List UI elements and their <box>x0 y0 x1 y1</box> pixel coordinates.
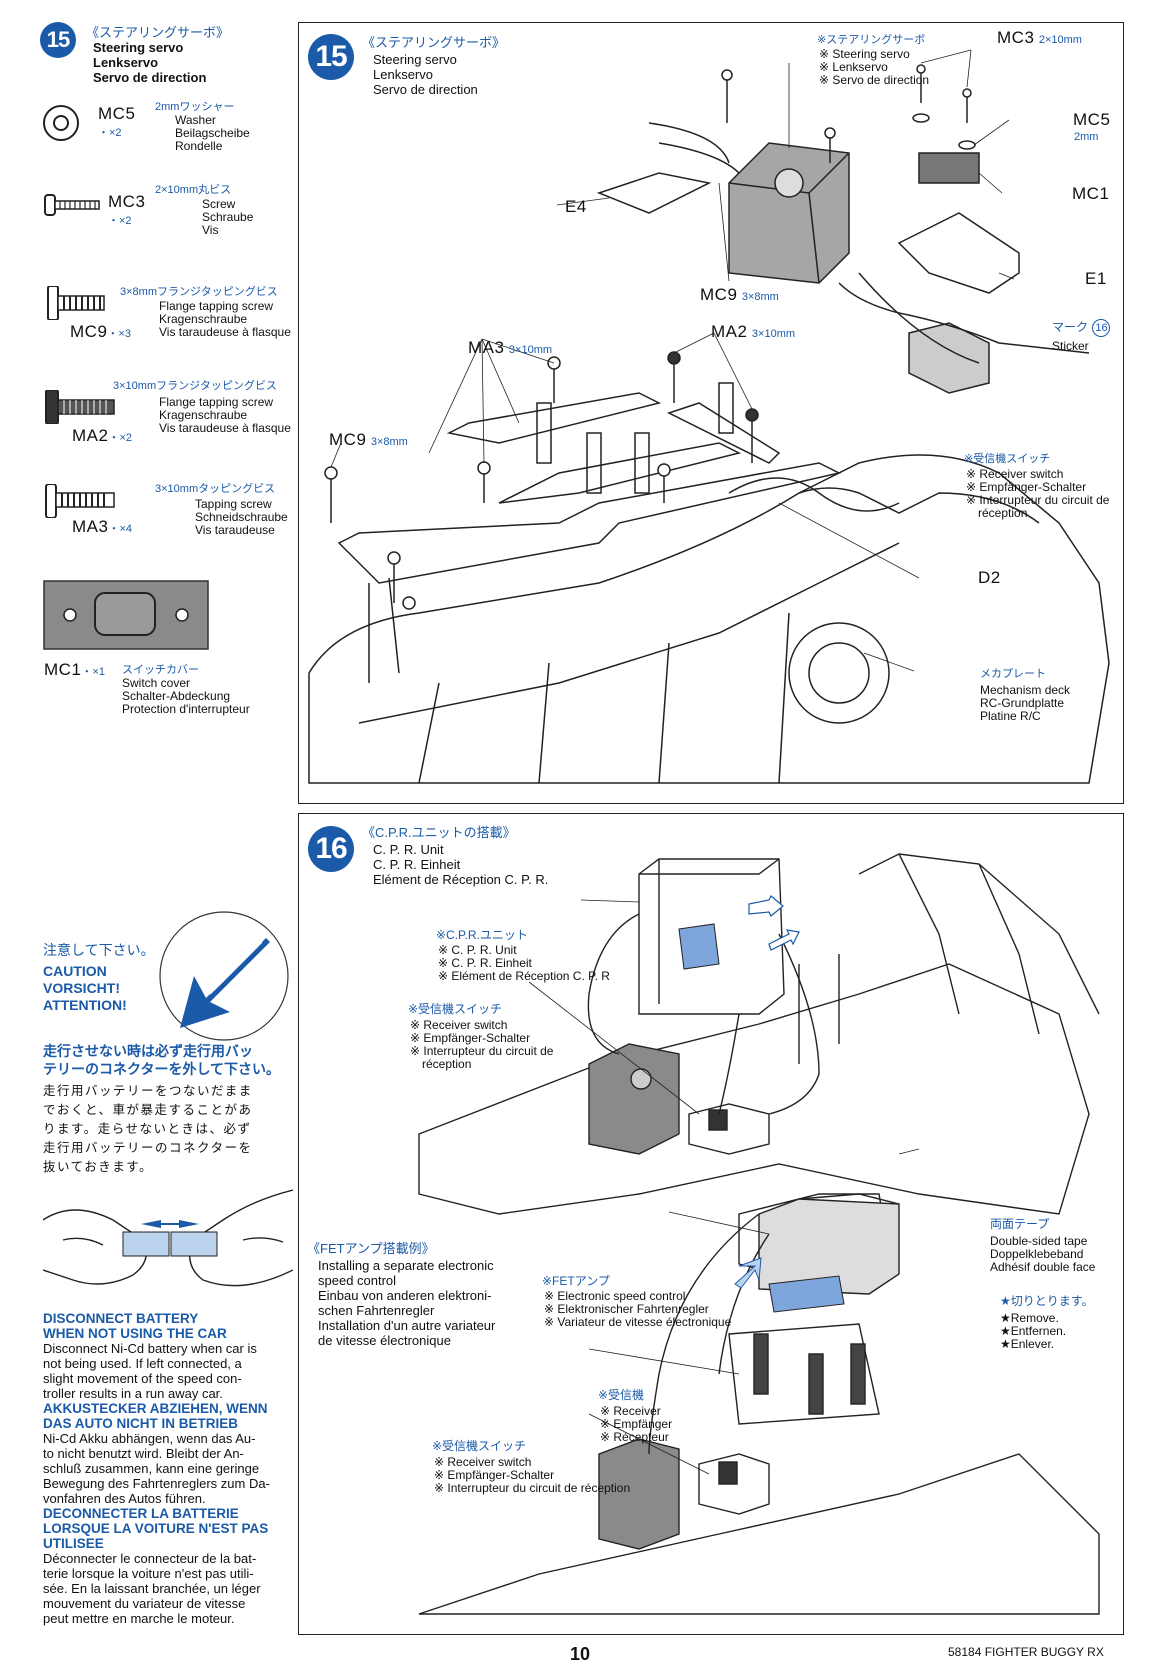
part-ma2-jp: 3×10mmフランジタッピングビス <box>113 380 277 392</box>
receiver-switch-label-fet: ※ Receiver switch ※ Empfänger-Schalter ※… <box>434 1455 631 1495</box>
steering-servo-assembly-drawing <box>308 49 1110 784</box>
receiver-switch-label-16: ※ Receiver switch ※ Empfänger-Schalter ※… <box>410 1018 554 1071</box>
model-code: 58184 FIGHTER BUGGY RX <box>948 1645 1104 1659</box>
disconnect-connector-illustration <box>43 1189 293 1287</box>
part-mc3-jp: 2×10mm丸ビス <box>155 184 232 196</box>
callout-e4: E4 <box>565 197 587 216</box>
callout-mc9-upper: MC9 3×8mm <box>700 285 779 304</box>
receiver-label: ※ Receiver ※ Empfänger ※ Récepteur <box>600 1404 673 1444</box>
step-15-title-jp: 《ステアリングサーボ》 <box>86 25 230 40</box>
double-sided-tape-label-jp: 両面テープ <box>990 1217 1050 1231</box>
tapping-screw-icon <box>45 484 115 518</box>
fet-amp-label: ※ Electronic speed control ※ Elektronisc… <box>544 1289 732 1329</box>
part-mc5-names: Washer Beilagscheibe Rondelle <box>175 113 250 153</box>
step-15-big-number: 15 <box>308 34 354 80</box>
receiver-switch-label-fet-jp: ※受信機スイッチ <box>432 1439 527 1453</box>
servo-label: ※ Steering servo ※ Lenkservo ※ Servo de … <box>819 47 930 87</box>
fet-install-heading-jp: 《FETアンプ搭載例》 <box>307 1241 435 1256</box>
callout-mark-16: マーク 16 <box>1052 318 1111 337</box>
part-ma3-jp: 3×10mmタッピングビス <box>155 483 276 495</box>
fet-amp-label-jp: ※FETアンプ <box>542 1274 610 1288</box>
step-15-panel-title: Steering servo Lenkservo Servo de direct… <box>373 52 478 97</box>
mechanism-deck-label: Mechanism deck RC-Grundplatte Platine R/… <box>980 683 1071 723</box>
sticker-label: Sticker <box>1052 339 1089 353</box>
caution-jp-heading: 走行させない時は必ず走行用バッ テリーのコネクターを外して下さい。 <box>43 1043 281 1077</box>
caution-jp: 注意して下さい。 <box>43 942 155 958</box>
receiver-switch-label-jp: ※受信機スイッチ <box>964 453 1051 465</box>
part-mc1-names: Switch cover Schalter-Abdeckung Protecti… <box>122 676 250 716</box>
part-mc9-names: Flange tapping screw Kragenschraube Vis … <box>159 299 291 339</box>
page-number: 10 <box>570 1644 591 1664</box>
callout-mc5-size: 2mm <box>1074 131 1099 143</box>
mechanism-deck-label-jp: メカプレート <box>980 668 1046 680</box>
caution-heading: CAUTION VORSICHT! ATTENTION! <box>43 963 127 1013</box>
step-15-title: Steering servo Lenkservo Servo de direct… <box>93 40 207 85</box>
cpr-unit-label-jp: ※C.P.R.ユニット <box>436 928 528 942</box>
flange-screw-icon <box>47 286 105 320</box>
step-16-title-jp: 《C.P.R.ユニットの搭載》 <box>362 825 516 840</box>
step-15-number: 15 <box>40 22 76 58</box>
part-ma3-names: Tapping screw Schneidschraube Vis taraud… <box>195 497 288 537</box>
step-15-panel-title-jp: 《ステアリングサーボ》 <box>362 35 506 50</box>
part-mc3: MC3 ・×2 <box>108 192 146 227</box>
caution-arrow-icon <box>159 911 289 1041</box>
part-ma3: MA3・×4 <box>72 517 133 536</box>
callout-mc3: MC3 2×10mm <box>997 28 1082 47</box>
caution-multilingual-text: DISCONNECT BATTERY WHEN NOT USING THE CA… <box>43 1311 270 1626</box>
switch-cover-icon <box>43 580 209 650</box>
part-mc3-names: Screw Schraube Vis <box>202 197 254 237</box>
callout-ma3: MA3 3×10mm <box>468 338 553 357</box>
caution-jp-body: 走行用バッテリーをつないだまま でおくと、車が暴走することがあ ります。走らせな… <box>43 1084 253 1174</box>
part-ma2-names: Flange tapping screw Kragenschraube Vis … <box>159 395 291 435</box>
remove-label: ★Remove. ★Entfernen. ★Enlever. <box>1000 1311 1067 1351</box>
callout-d2: D2 <box>978 568 1001 587</box>
washer-icon <box>43 105 79 141</box>
step-15-diagram-panel <box>298 22 1124 804</box>
part-mc1-jp: スイッチカバー <box>122 664 199 676</box>
part-mc5-jp: 2mmワッシャー <box>155 101 235 113</box>
part-mc9-jp: 3×8mmフランジタッピングビス <box>120 286 278 298</box>
callout-ma2: MA2 3×10mm <box>711 322 796 341</box>
callout-mc5: MC5 <box>1073 110 1111 129</box>
fet-install-description: Installing a separate electronic speed c… <box>318 1258 496 1348</box>
cpr-unit-assembly-drawing <box>418 853 1100 1615</box>
cpr-unit-label: ※ C. P. R. Unit ※ C. P. R. Einheit ※ Elé… <box>438 943 610 983</box>
flange-screw-icon <box>45 390 115 424</box>
screw-icon <box>44 194 100 216</box>
part-mc1: MC1・×1 <box>44 660 105 679</box>
remove-label-jp: ★切りとります。 <box>1000 1294 1094 1308</box>
callout-mc9-lower: MC9 3×8mm <box>329 430 408 449</box>
receiver-switch-label-16-jp: ※受信機スイッチ <box>408 1002 503 1016</box>
part-ma2: MA2・×2 <box>72 426 133 445</box>
receiver-switch-label: ※ Receiver switch ※ Empfänger-Schalter ※… <box>966 467 1110 520</box>
step-16-big-number: 16 <box>308 826 354 872</box>
callout-mc1: MC1 <box>1072 184 1110 203</box>
step-16-title: C. P. R. Unit C. P. R. Einheit Elément d… <box>373 842 549 887</box>
part-mc5: MC5 ・×2 <box>98 104 136 139</box>
double-sided-tape-label: Double-sided tape Doppelklebeband Adhési… <box>990 1234 1096 1274</box>
callout-e1: E1 <box>1085 269 1107 288</box>
servo-label-jp: ※ステアリングサーボ <box>817 34 926 46</box>
step-16-diagram-panel <box>298 813 1124 1635</box>
part-mc9: MC9・×3 <box>70 322 131 341</box>
receiver-label-jp: ※受信機 <box>598 1388 645 1402</box>
